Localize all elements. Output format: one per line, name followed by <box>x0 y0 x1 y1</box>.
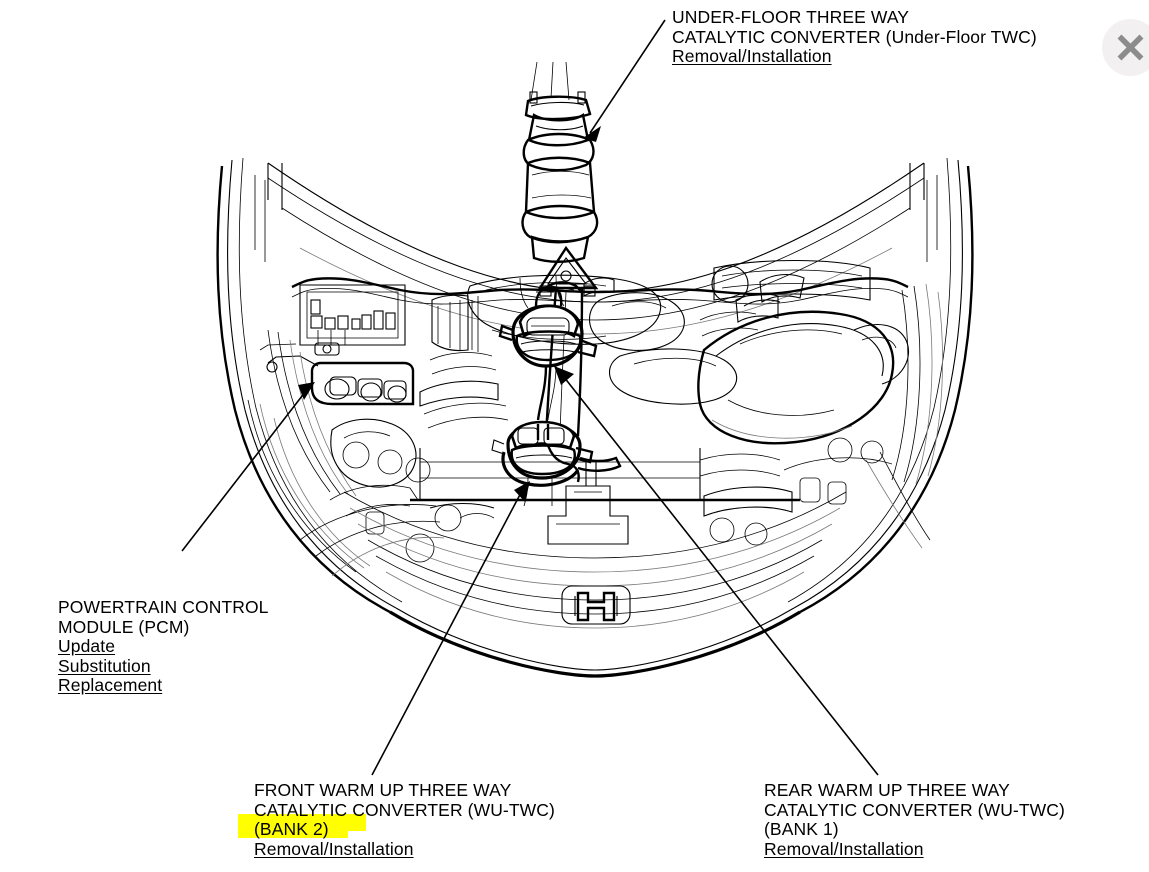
leader-underfloor <box>583 19 666 142</box>
highlight-marker-bank2-tail <box>340 814 366 831</box>
link-removal-installation-underfloor[interactable]: Removal/Installation <box>672 46 832 66</box>
callout-front-bank-label: (BANK 2) <box>254 819 329 839</box>
left-engine-bay-detail <box>247 284 445 577</box>
honda-emblem <box>561 585 631 625</box>
callout-underfloor-links: Removal/Installation <box>672 46 1037 67</box>
callout-underfloor-title-line-1: UNDER-FLOOR THREE WAY <box>672 7 910 27</box>
callout-pcm-link-update-row: Update <box>58 636 269 657</box>
close-button[interactable] <box>1102 19 1149 76</box>
link-substitution[interactable]: Substitution <box>58 655 151 676</box>
link-update[interactable]: Update <box>58 636 116 656</box>
under-hood-fuse-relay-box <box>299 284 406 356</box>
link-replacement[interactable]: Replacement <box>58 675 163 695</box>
callout-underfloor-title-line-2: CATALYTIC CONVERTER (Under-Floor TWC) <box>672 26 1037 47</box>
link-removal-installation-rear[interactable]: Removal/Installation <box>764 838 924 859</box>
rear-warm-up-catalytic-converter <box>498 281 598 421</box>
callout-rear-bank-label: (BANK 1) <box>764 819 839 839</box>
callout-rear-links: Removal/Installation <box>764 838 1065 860</box>
center-engine-detail <box>410 274 800 546</box>
callout-front-warm-up-twc: FRONT WARM UP THREE WAY CATALYTIC CONVER… <box>254 780 555 860</box>
front-warm-up-catalytic-converter <box>491 420 622 507</box>
vehicle-body-outline <box>216 157 974 678</box>
callout-front-title-line-2: CATALYTIC CONVERTER (WU-TWC) <box>254 799 555 820</box>
close-icon <box>1117 34 1144 61</box>
callout-pcm-link-replacement-row: Replacement <box>58 675 269 696</box>
right-engine-bay-detail <box>697 259 943 549</box>
callout-pcm-title-line-1: POWERTRAIN CONTROL <box>58 597 269 617</box>
leader-lines <box>181 19 879 776</box>
powertrain-control-module <box>310 361 415 406</box>
callout-front-title-line-1: FRONT WARM UP THREE WAY <box>254 780 512 800</box>
leader-front <box>371 481 530 776</box>
callout-pcm-link-substitution-row: Substitution <box>58 655 269 677</box>
link-removal-installation-front[interactable]: Removal/Installation <box>254 838 414 859</box>
callout-pcm-title-line-2: MODULE (PCM) <box>58 616 190 637</box>
front-bumper-grille <box>343 491 847 629</box>
callout-rear-title-line-2: CATALYTIC CONVERTER (WU-TWC) <box>764 799 1065 820</box>
cowl-and-hood-opening <box>254 162 938 335</box>
callout-rear-warm-up-twc: REAR WARM UP THREE WAY CATALYTIC CONVERT… <box>764 780 1065 860</box>
callout-front-links: Removal/Installation <box>254 838 555 860</box>
callout-underfloor-twc: UNDER-FLOOR THREE WAY CATALYTIC CONVERTE… <box>672 7 1037 67</box>
callout-rear-title-line-1: REAR WARM UP THREE WAY <box>764 780 1010 800</box>
leader-pcm <box>181 382 315 552</box>
callout-powertrain-control-module: POWERTRAIN CONTROL MODULE (PCM) Update S… <box>58 597 269 696</box>
highlight-marker-bank2 <box>238 814 348 838</box>
under-floor-catalytic-converter <box>521 61 600 483</box>
leader-rear <box>554 366 879 776</box>
